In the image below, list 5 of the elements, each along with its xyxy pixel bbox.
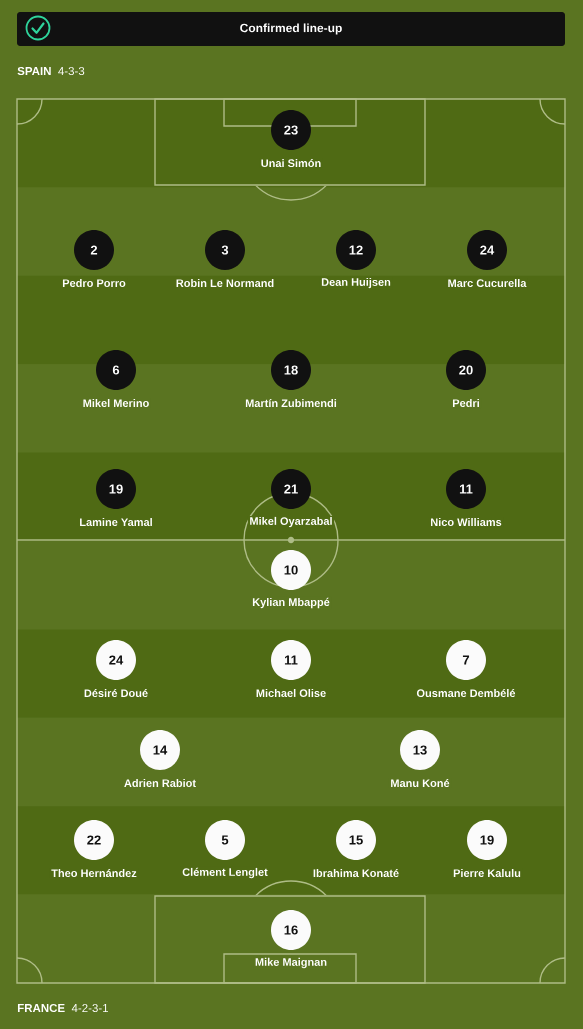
formation-label: 4-2-3-1: [71, 1003, 108, 1013]
team-name: FRANCE: [17, 1003, 65, 1013]
header-bar: Confirmed line-up: [17, 12, 565, 46]
formation-label: 4-3-3: [58, 67, 85, 76]
team-name: SPAIN: [17, 67, 51, 76]
